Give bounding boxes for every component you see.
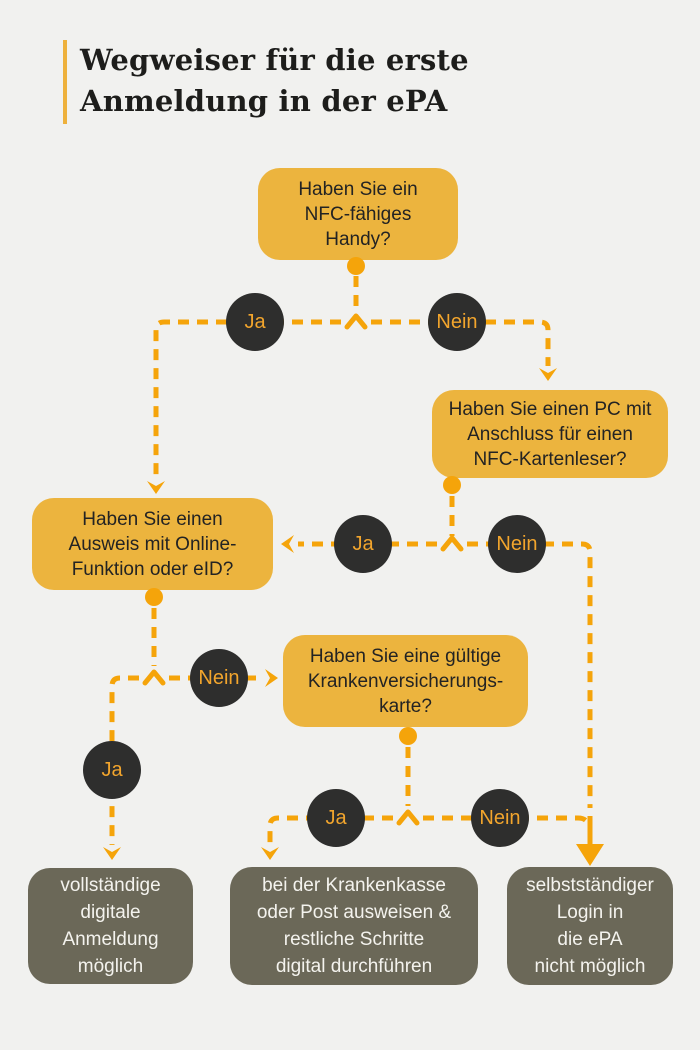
question-nfc-handy: Haben Sie ein NFC-fähiges Handy? [258,168,458,260]
outcome-digital-anmeldung: vollständige digitale Anmeldung möglich [28,868,193,984]
arrow-into-outcome-middle [261,847,279,860]
connector-dot-q3 [145,588,163,606]
question-krankenversicherungskarte: Haben Sie eine gültige Krankenversicheru… [283,635,528,727]
title-accent-bar [63,40,67,124]
outcome-krankenkasse-post: bei der Krankenkasse oder Post ausweisen… [230,867,478,985]
decision-q4-nein: Nein [471,789,529,847]
connector-q2-split-caret [440,535,464,552]
connector-dot-q4 [399,727,417,745]
arrow-into-outcome-left [103,847,121,860]
outcome-login-nicht-moeglich: selbstständiger Login in die ePA nicht m… [507,867,673,985]
connector-dot-q2 [443,476,461,494]
arrow-into-q2 [539,368,557,381]
decision-q4-ja: Ja [307,789,365,847]
arrow-into-outcome-right [576,844,604,866]
decision-q3-ja: Ja [83,741,141,799]
decision-q1-nein: Nein [428,293,486,351]
connector-q3-split-caret [142,669,166,686]
question-pc-kartenleser: Haben Sie einen PC mit Anschluss für ein… [432,390,668,478]
arrow-into-q3-top [147,481,165,494]
arrow-into-q3-side [281,535,294,553]
header: Wegweiser für die erste Anmeldung in der… [63,40,469,124]
decision-q1-ja: Ja [226,293,284,351]
connector-q1-split-caret [344,313,368,330]
arrow-into-q4 [265,669,278,687]
connector-q4-split-caret [396,809,420,826]
decision-q2-nein: Nein [488,515,546,573]
question-ausweis-eid: Haben Sie einen Ausweis mit Online- Funk… [32,498,273,590]
decision-q2-ja: Ja [334,515,392,573]
page-title: Wegweiser für die erste Anmeldung in der… [80,43,469,118]
decision-q3-nein: Nein [190,649,248,707]
